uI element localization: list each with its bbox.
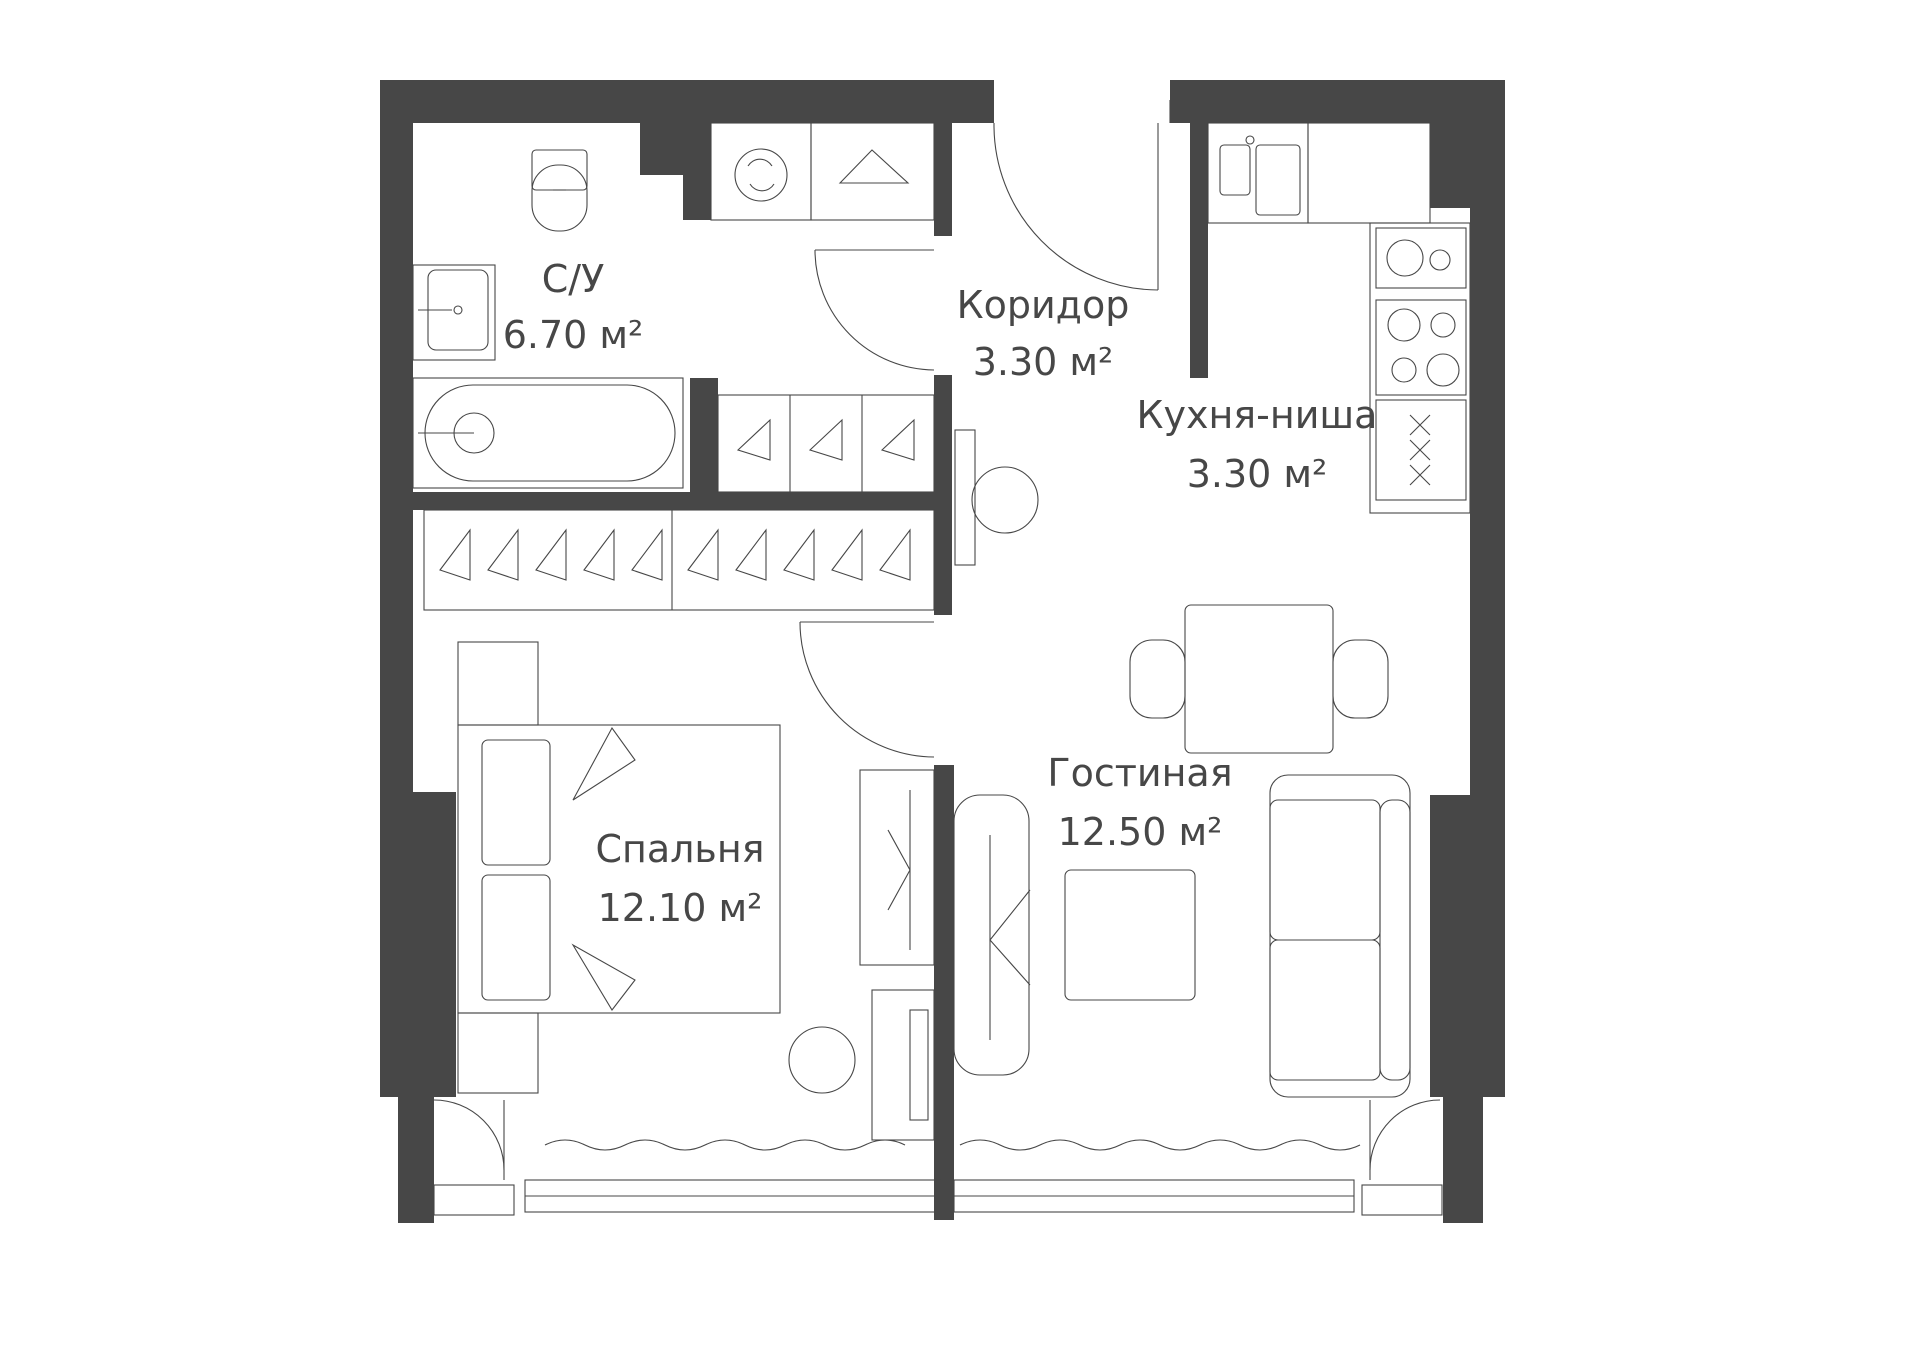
nightstand xyxy=(457,641,539,726)
fridge-icon xyxy=(1375,399,1467,501)
stove-icon xyxy=(1375,299,1467,396)
wardrobe-icon xyxy=(717,394,935,493)
svg-text:3.30 м²: 3.30 м² xyxy=(1187,452,1328,496)
coffee-table-icon xyxy=(1064,869,1196,1001)
label-bathroom: С/У 6.70 м² xyxy=(503,257,644,357)
washing-machine-icon xyxy=(710,122,812,221)
svg-text:С/У: С/У xyxy=(542,257,605,301)
label-corridor: Коридор 3.30 м² xyxy=(957,283,1130,384)
svg-text:12.10 м²: 12.10 м² xyxy=(598,886,763,930)
sofa-icon xyxy=(1269,774,1411,1098)
label-bedroom: Спальня 12.10 м² xyxy=(595,827,764,930)
curtain-icon xyxy=(544,1139,906,1151)
wardrobe-icon xyxy=(423,509,935,611)
svg-text:Гостиная: Гостиная xyxy=(1047,751,1232,795)
sink-icon xyxy=(412,264,496,361)
dishwasher-icon xyxy=(1375,227,1467,289)
window-icon xyxy=(433,1179,1443,1216)
label-living: Гостиная 12.50 м² xyxy=(1047,751,1232,854)
walls xyxy=(380,80,1505,1223)
chair-icon xyxy=(1129,639,1389,719)
hanger-icon xyxy=(810,122,935,221)
svg-text:Спальня: Спальня xyxy=(595,827,764,871)
kitchen-counter xyxy=(1307,122,1431,224)
dining-table-icon xyxy=(1184,604,1334,754)
round-table-icon xyxy=(788,1026,856,1094)
bed-icon xyxy=(457,724,781,1014)
label-kitchen: Кухня-ниша 3.30 м² xyxy=(1137,393,1378,496)
svg-text:Коридор: Коридор xyxy=(957,283,1130,327)
curtain-icon xyxy=(959,1139,1361,1151)
wardrobe-icon xyxy=(859,769,935,966)
kitchen-counter-side xyxy=(1369,222,1471,514)
round-table-icon xyxy=(954,429,1039,566)
nightstand xyxy=(457,1012,539,1094)
svg-text:12.50 м²: 12.50 м² xyxy=(1058,810,1223,854)
kitchen-sink-icon xyxy=(1207,122,1309,224)
svg-text:3.30 м²: 3.30 м² xyxy=(973,340,1114,384)
bathtub-icon xyxy=(412,377,684,489)
svg-text:6.70 м²: 6.70 м² xyxy=(503,313,644,357)
desk-icon xyxy=(871,989,935,1141)
svg-text:Кухня-ниша: Кухня-ниша xyxy=(1137,393,1378,437)
toilet-icon xyxy=(531,149,588,232)
door-swing-icon xyxy=(433,100,1441,1180)
tv-icon xyxy=(953,794,1031,1076)
